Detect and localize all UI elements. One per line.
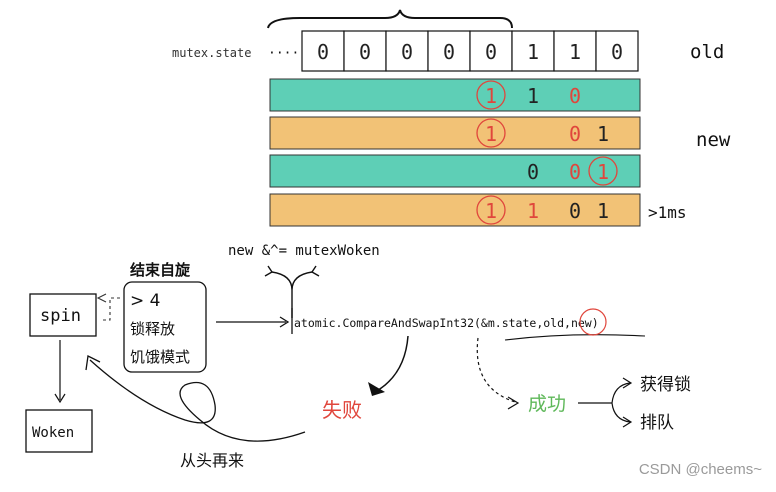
row-bit: 1 bbox=[597, 122, 609, 146]
fail-label: 失败 bbox=[322, 398, 362, 422]
row-bit: 1 bbox=[485, 122, 497, 146]
state-bit: 1 bbox=[569, 40, 581, 64]
old-circle bbox=[579, 308, 607, 336]
row-bit: 1 bbox=[485, 84, 497, 108]
fail-arrow bbox=[374, 335, 409, 393]
spin-box bbox=[29, 293, 97, 337]
restart-loop bbox=[89, 359, 306, 442]
new-label: new bbox=[696, 129, 731, 151]
state-bit: 0 bbox=[611, 40, 623, 64]
fork-arrow bbox=[271, 271, 313, 318]
bit-row-teal bbox=[269, 154, 641, 188]
mutex-state-label: mutex.state bbox=[172, 46, 251, 60]
success-arrow bbox=[476, 337, 516, 403]
get-lock-label: 获得锁 bbox=[640, 375, 691, 395]
state-bit: 1 bbox=[527, 40, 539, 64]
state-bits-row: 0 0 0 0 0 1 1 0 bbox=[301, 30, 639, 72]
row-bit: 1 bbox=[527, 199, 539, 223]
row-bit: 0 bbox=[569, 160, 581, 184]
state-bit-cell bbox=[301, 30, 345, 72]
bit-row-teal bbox=[269, 78, 641, 112]
queue-label: 排队 bbox=[640, 413, 674, 433]
row-bit: 1 bbox=[597, 199, 609, 223]
row-bit: 1 bbox=[527, 84, 539, 108]
old-label: old bbox=[690, 41, 724, 63]
state-bit-cell bbox=[385, 30, 429, 72]
over-1ms-label: >1ms bbox=[648, 203, 687, 222]
row-bit: 1 bbox=[597, 160, 609, 184]
condition-starving: 饥饿模式 bbox=[130, 348, 190, 366]
state-bit: 0 bbox=[485, 40, 497, 64]
bit-row-amber bbox=[269, 116, 641, 150]
new-expr-label: new &^= mutexWoken bbox=[228, 243, 380, 259]
dashed-back-arrow bbox=[100, 297, 120, 321]
curly-brace bbox=[267, 9, 513, 29]
cas-call: atomic.CompareAndSwapInt32(&m.state,old,… bbox=[294, 316, 599, 330]
state-bit: 0 bbox=[401, 40, 413, 64]
end-spin-label: 结束自旋 bbox=[130, 261, 191, 279]
spin-label: spin bbox=[40, 306, 81, 326]
bit-circle bbox=[476, 80, 506, 110]
state-bit: 0 bbox=[443, 40, 455, 64]
dotted-leader: ····· bbox=[268, 46, 307, 61]
row-bit: 0 bbox=[527, 160, 539, 184]
cas-underline bbox=[504, 334, 646, 341]
condition-unlock: 锁释放 bbox=[130, 320, 175, 338]
row-bit: 0 bbox=[569, 122, 581, 146]
watermark: CSDN @cheems~ bbox=[638, 461, 762, 478]
success-label: 成功 bbox=[528, 393, 566, 415]
state-bit-cell bbox=[553, 30, 597, 72]
row-bit: 0 bbox=[569, 199, 581, 223]
state-bit-cell bbox=[343, 30, 387, 72]
state-bit: 0 bbox=[359, 40, 371, 64]
condition-box bbox=[123, 281, 207, 373]
row-bit: 0 bbox=[569, 84, 581, 108]
condition-gt4: > 4 bbox=[130, 291, 160, 311]
bit-row-amber bbox=[269, 193, 641, 227]
restart-label: 从头再来 bbox=[180, 451, 244, 470]
state-bit: 0 bbox=[317, 40, 329, 64]
bit-circle bbox=[476, 118, 506, 148]
state-bit-cell bbox=[595, 30, 639, 72]
state-bit-cell bbox=[469, 30, 513, 72]
woken-box bbox=[25, 409, 93, 453]
bit-circle bbox=[476, 195, 506, 225]
woken-label: Woken bbox=[32, 425, 74, 441]
bit-circle bbox=[588, 156, 618, 186]
row-bit: 1 bbox=[485, 199, 497, 223]
state-bit-cell bbox=[511, 30, 555, 72]
